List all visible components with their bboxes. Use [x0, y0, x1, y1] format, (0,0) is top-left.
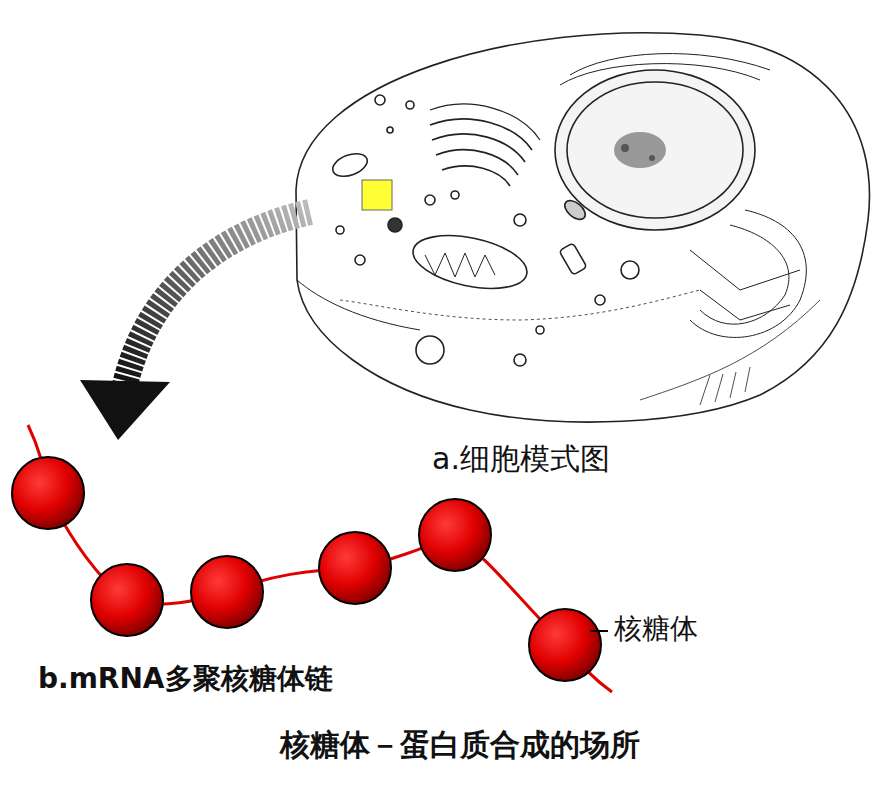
leader-line	[590, 630, 608, 632]
part-name: 核糖体	[614, 614, 698, 645]
polysome	[12, 425, 612, 692]
figure-label: a.细胞模式图	[432, 442, 610, 475]
figure-label: b.mRNA多聚核糖体链	[38, 664, 333, 695]
zoom-arrow	[80, 212, 310, 440]
caption: 核糖体－蛋白质合成的场所	[280, 728, 640, 761]
cell-figure	[296, 33, 870, 422]
